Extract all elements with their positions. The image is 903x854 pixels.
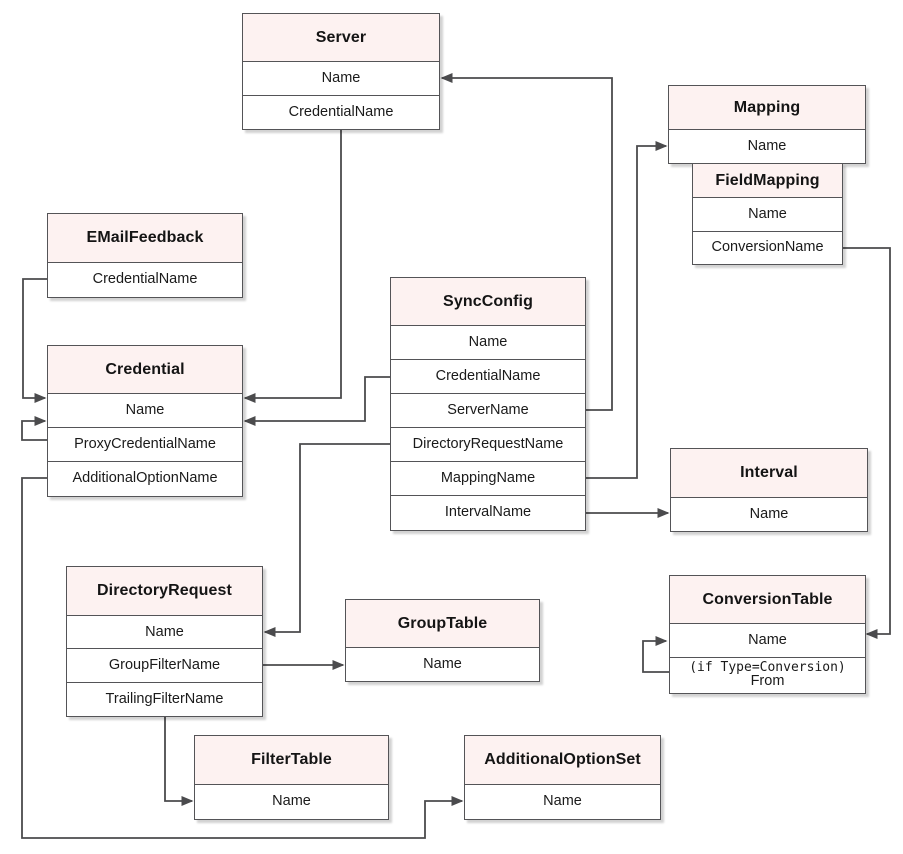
entity-server-field-credentialname: CredentialName bbox=[243, 96, 439, 130]
entity-email-feedback-field-label: CredentialName bbox=[92, 271, 198, 288]
entity-server-field-label: CredentialName bbox=[288, 103, 394, 120]
entity-sync-config-field-label: CredentialName bbox=[435, 367, 541, 384]
entity-sync-config-field-label: IntervalName bbox=[444, 504, 532, 521]
entity-conversion-table-field-label: Name bbox=[748, 631, 787, 648]
entity-sync-config-field-servername: ServerName bbox=[391, 394, 585, 428]
entity-server-field-label: Name bbox=[321, 69, 361, 86]
entity-additional-option-set-field-label: Name bbox=[543, 793, 582, 810]
entity-field-mapping-field-label: Name bbox=[748, 205, 787, 222]
entity-sync-config-field-mappingname: MappingName bbox=[391, 462, 585, 496]
entity-interval-field-label: Name bbox=[749, 505, 789, 522]
entity-group-table-field-name: Name bbox=[346, 648, 539, 681]
entity-field-mapping-field-label: ConversionName bbox=[711, 239, 824, 256]
entity-conversion-table-field-from: (if Type=Conversion)From bbox=[670, 658, 865, 693]
entity-group-table-field-label: Name bbox=[423, 655, 462, 672]
entity-sync-config-field-label: MappingName bbox=[440, 469, 536, 486]
entity-filter-table-field-name: Name bbox=[195, 785, 388, 819]
entity-credential-field-label: Name bbox=[125, 401, 165, 418]
edge-emailfeedback-credentialname-to-credential-name bbox=[22, 278, 47, 403]
entity-group-table-title: GroupTable bbox=[346, 600, 539, 648]
entity-directory-request-field-label: Name bbox=[145, 623, 184, 640]
entity-credential-field-label: AdditionalOptionName bbox=[72, 470, 218, 487]
entity-directory-request-field-name: Name bbox=[67, 616, 262, 650]
entity-email-feedback-field-credentialname: CredentialName bbox=[48, 263, 242, 297]
edge-syncconfig-mappingname-to-mapping-name bbox=[586, 141, 668, 479]
entity-sync-config-field-directoryrequestname: DirectoryRequestName bbox=[391, 428, 585, 462]
edge-syncconfig-credentialname-to-credential-name bbox=[243, 376, 390, 426]
edge-syncconfig-servername-to-server-name bbox=[440, 73, 613, 411]
entity-conversion-table-field-note: (if Type=Conversion) bbox=[689, 660, 846, 676]
edge-server-credentialname-to-credential-name bbox=[243, 128, 342, 403]
entity-field-mapping-title: FieldMapping bbox=[693, 164, 842, 198]
entity-sync-config-field-label: DirectoryRequestName bbox=[412, 435, 564, 452]
entity-credential-title: Credential bbox=[48, 346, 242, 394]
entity-directory-request-field-groupfiltername: GroupFilterName bbox=[67, 649, 262, 683]
entity-directory-request-field-trailingfiltername: TrailingFilterName bbox=[67, 683, 262, 716]
entity-mapping-title: Mapping bbox=[669, 86, 865, 130]
entity-directory-request-title: DirectoryRequest bbox=[67, 567, 262, 616]
entity-sync-config-field-label: ServerName bbox=[447, 401, 529, 418]
entity-conversion-table-title: ConversionTable bbox=[670, 576, 865, 624]
entity-field-mapping-field-conversionname: ConversionName bbox=[693, 232, 842, 264]
edge-credential-additionaloptionname-to-additionaloptionset-name bbox=[21, 477, 464, 839]
edge-conversiontable-from-to-conversiontable-name bbox=[642, 636, 669, 673]
entity-mapping-field-label: Name bbox=[747, 137, 787, 154]
edge-syncconfig-directoryrequestname-to-directoryrequest-name bbox=[263, 443, 390, 637]
edge-credential-proxycredentialname-to-credential-name bbox=[21, 416, 47, 441]
entity-directory-request-field-label: GroupFilterName bbox=[108, 656, 221, 673]
entity-email-feedback-title: EMailFeedback bbox=[48, 214, 242, 263]
entity-credential-field-name: Name bbox=[48, 394, 242, 428]
entity-sync-config-field-intervalname: IntervalName bbox=[391, 496, 585, 530]
entity-conversion-table-field-label: From bbox=[750, 673, 785, 690]
entity-server-title: Server bbox=[243, 14, 439, 62]
edge-directoryrequest-trailingfiltername-to-filtertable-name bbox=[164, 715, 194, 806]
edge-fieldmapping-conversionname-to-conversiontable-name bbox=[843, 247, 891, 639]
entity-credential-field-proxycredentialname: ProxyCredentialName bbox=[48, 428, 242, 462]
entity-sync-config-title: SyncConfig bbox=[391, 278, 585, 326]
entity-filter-table-title: FilterTable bbox=[195, 736, 388, 785]
entity-sync-config-field-name: Name bbox=[391, 326, 585, 360]
entity-directory-request-field-label: TrailingFilterName bbox=[105, 690, 224, 707]
entity-additional-option-set-field-name: Name bbox=[465, 785, 660, 819]
entity-sync-config-field-label: Name bbox=[468, 333, 508, 350]
entity-sync-config-field-credentialname: CredentialName bbox=[391, 360, 585, 394]
entity-credential-field-label: ProxyCredentialName bbox=[74, 435, 216, 452]
entity-field-mapping-field-name: Name bbox=[693, 198, 842, 232]
entity-additional-option-set-title: AdditionalOptionSet bbox=[465, 736, 660, 785]
entity-mapping-field-name: Name bbox=[669, 130, 865, 163]
entity-interval-field-name: Name bbox=[671, 498, 867, 531]
entity-conversion-table-field-name: Name bbox=[670, 624, 865, 658]
entity-interval-title: Interval bbox=[671, 449, 867, 498]
entity-credential-field-additionaloptionname: AdditionalOptionName bbox=[48, 462, 242, 496]
entity-server-field-name: Name bbox=[243, 62, 439, 96]
entity-filter-table-field-label: Name bbox=[272, 793, 311, 810]
